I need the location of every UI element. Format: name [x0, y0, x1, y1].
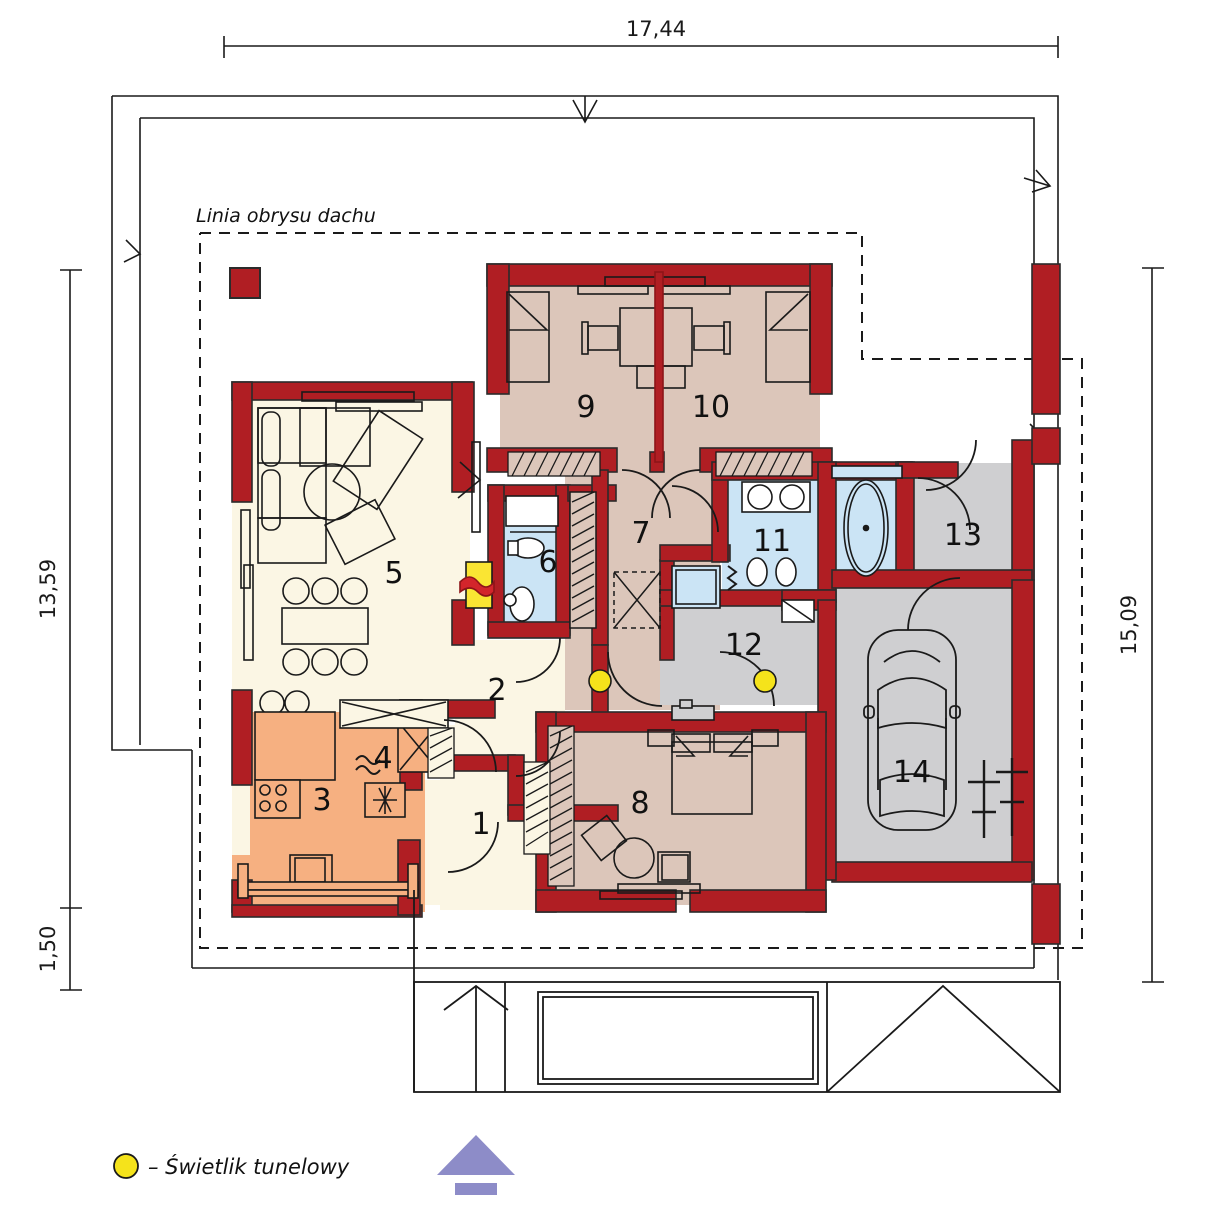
north-arrow — [437, 1135, 515, 1195]
room-number-10: 10 — [692, 390, 730, 425]
room-number-1: 1 — [471, 807, 490, 842]
door-swings — [443, 439, 977, 873]
roof-section-bottom — [413, 890, 1061, 1093]
garage-car — [863, 629, 961, 831]
room-number-14: 14 — [893, 755, 931, 790]
roof-outline-dashed — [199, 232, 1083, 949]
dimension-top: 17,44 — [223, 17, 1059, 58]
dimension-right: 15,09 — [1117, 267, 1164, 983]
skylight-icon — [588, 669, 612, 693]
legend-label: – Świetlik tunelowy — [148, 1154, 350, 1179]
wc-fixtures — [503, 495, 559, 622]
room-numbers: 1 2 3 4 5 6 7 8 9 10 11 12 13 14 — [312, 390, 982, 842]
room-number-2: 2 — [487, 673, 506, 708]
dimension-left-lower-label: 1,50 — [36, 926, 60, 973]
room-number-12: 12 — [725, 628, 763, 663]
room-number-11: 11 — [753, 524, 791, 559]
bedroom-furniture — [506, 271, 813, 477]
roof-line-note: Linia obrysu dachu — [196, 205, 376, 227]
dimension-right-label: 15,09 — [1117, 595, 1141, 655]
room-number-8: 8 — [630, 786, 649, 821]
room-number-3: 3 — [312, 783, 331, 818]
chimney-marker — [229, 267, 261, 299]
skylight-markers — [588, 669, 777, 693]
master-bedroom-furniture — [547, 725, 779, 900]
room-number-9: 9 — [576, 390, 595, 425]
corridor-fixtures — [569, 491, 661, 629]
skylight-icon — [753, 669, 777, 693]
walls — [231, 263, 1061, 945]
legend-skylight-icon — [113, 1153, 139, 1179]
utility-fixtures — [671, 699, 715, 721]
dimension-left-lower: 1,50 — [36, 908, 82, 991]
room-number-4: 4 — [373, 741, 392, 776]
dimension-top-label: 17,44 — [626, 17, 686, 41]
garage-bikes — [968, 758, 1028, 838]
legend: – Świetlik tunelowy — [113, 1153, 350, 1179]
dimension-left-main-label: 13,59 — [36, 559, 60, 619]
room-number-13: 13 — [944, 518, 982, 553]
room-number-5: 5 — [384, 556, 403, 591]
hall-radiator — [427, 727, 551, 855]
room-number-7: 7 — [631, 516, 650, 551]
dimension-left-main: 13,59 — [36, 269, 82, 909]
furniture — [240, 391, 495, 676]
bathroom-fixtures — [671, 465, 903, 623]
room-number-6: 6 — [538, 545, 557, 580]
kitchen-fixtures — [237, 690, 449, 899]
